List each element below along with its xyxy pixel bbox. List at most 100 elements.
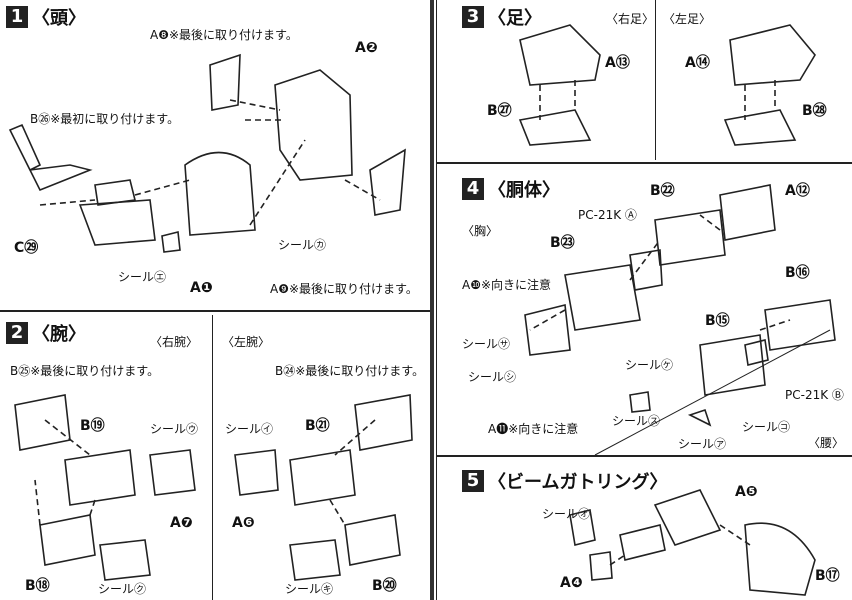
section-number: 2 [6, 322, 28, 344]
label-a7: A❼ [170, 515, 193, 531]
chest-b22 [654, 209, 726, 266]
vulcan-right [369, 148, 406, 216]
arm-header: 2 〈腕〉 [6, 320, 86, 346]
label-pc21k-a: PC-21K Ⓐ [578, 208, 637, 222]
label-seal-ke: シール㋘ [625, 358, 674, 372]
label-b23: B㉓ [550, 235, 575, 251]
label-b16: B⑯ [785, 265, 810, 281]
face-part [78, 199, 156, 246]
pc21k-b [744, 339, 769, 366]
section-number: 1 [6, 6, 28, 28]
label-b22: B㉒ [650, 183, 675, 199]
vulcan-left [209, 53, 241, 111]
label-seal-ku: シール㋗ [98, 582, 147, 596]
seal-a-part [687, 408, 712, 427]
head-shell [274, 69, 353, 181]
arm-upper-r [64, 449, 136, 506]
label-seal-i: シール㋑ [225, 422, 274, 436]
label-b17: B⑰ [815, 568, 840, 584]
label-a5: A❺ [735, 484, 758, 500]
label-a11: A⓫※向きに注意 [488, 422, 579, 436]
label-seal-ki: シール㋖ [285, 582, 334, 596]
leg-header: 3 〈足〉 [462, 4, 542, 30]
section-number: 3 [462, 6, 484, 28]
divider-arm-lr [212, 315, 213, 600]
label-b26: B㉖※最初に取り付けます。 [30, 112, 180, 126]
section-title: 〈胴体〉 [488, 180, 560, 201]
label-a12: A⑫ [785, 183, 810, 199]
divider-leg-lr [655, 0, 656, 160]
gatling-shield [744, 522, 816, 596]
section-title: 〈腕〉 [32, 324, 86, 345]
gatling-seal-o [569, 509, 596, 546]
label-pc21k-b: PC-21K Ⓑ [785, 388, 844, 402]
waist-b15 [699, 334, 766, 396]
leg-left-label: 〈左足〉 [663, 12, 712, 26]
label-a1: A❶ [190, 280, 213, 296]
label-b25: B㉕※最後に取り付けます。 [10, 364, 160, 378]
leg-upper-r [519, 24, 601, 86]
foot-l [723, 109, 797, 146]
arm-shoulder-l [354, 394, 413, 451]
chest-a12 [719, 184, 776, 241]
face-block [94, 179, 136, 206]
label-c29: C㉙ [14, 240, 39, 256]
waist-b16 [764, 299, 836, 351]
label-seal-sa: シール㋚ [462, 337, 511, 351]
arm-left-label: 〈左腕〉 [222, 335, 271, 349]
section-number: 4 [462, 178, 484, 200]
label-a14: A⑭ [685, 55, 710, 71]
label-b24: B㉔※最後に取り付けます。 [275, 364, 425, 378]
gatling-barrel [619, 524, 666, 561]
foot-r [518, 109, 592, 146]
label-a6: A❻ [232, 515, 255, 531]
body-header: 4 〈胴体〉 [462, 176, 560, 202]
chest-a10 [524, 304, 571, 356]
gatling-body [653, 489, 722, 546]
label-a10: A❿※向きに注意 [462, 278, 552, 292]
label-seal-a: シール㋐ [678, 437, 727, 451]
label-b27: B㉗ [487, 103, 512, 119]
center-divider-inner [436, 0, 437, 600]
label-seal-shi: シール㋛ [468, 370, 517, 384]
arm-right-label: 〈右腕〉 [150, 335, 199, 349]
arm-seal-i-part [234, 449, 279, 496]
chest-label: 〈胸〉 [462, 224, 499, 238]
label-b15: B⑮ [705, 313, 730, 329]
label-seal-su: シール㋜ [612, 414, 661, 428]
label-b18: B⑱ [25, 578, 50, 594]
label-b21: B㉑ [305, 418, 330, 434]
waist-label: 〈腰〉 [808, 436, 845, 450]
section-title: 〈頭〉 [32, 8, 86, 29]
divider-body-gatling [437, 455, 852, 457]
arm-seal-u-part [149, 449, 196, 496]
arm-shoulder-r [14, 394, 71, 451]
hand-seal-ku [99, 539, 151, 581]
label-a2: A❷ [355, 40, 378, 56]
divider-head-arm [0, 310, 430, 312]
label-a9: A❾※最後に取り付けます。 [270, 282, 418, 296]
seal-su-part [629, 391, 651, 413]
label-seal-o: シール㋔ [542, 507, 591, 521]
pc21k-a [629, 249, 663, 291]
helmet-part [184, 151, 256, 236]
leg-right-label: 〈右足〉 [606, 12, 655, 26]
antenna-part [8, 123, 93, 192]
label-a13: A⑬ [605, 55, 630, 71]
arm-upper-l [289, 449, 356, 506]
hand-l [344, 514, 401, 566]
head-header: 1 〈頭〉 [6, 4, 86, 30]
gatling-drum [589, 551, 613, 581]
label-b28: B㉘ [802, 103, 827, 119]
label-seal-e: シール㋓ [118, 270, 167, 284]
center-divider [430, 0, 434, 600]
chest-core [564, 264, 641, 331]
small-seal-part [161, 231, 181, 253]
divider-leg-body [437, 162, 852, 164]
label-b20: B⑳ [372, 578, 397, 594]
leg-upper-l [729, 24, 816, 86]
label-a8: A❽※最後に取り付けます。 [150, 28, 298, 42]
hand-r [39, 514, 96, 566]
section-title: 〈足〉 [488, 8, 542, 29]
